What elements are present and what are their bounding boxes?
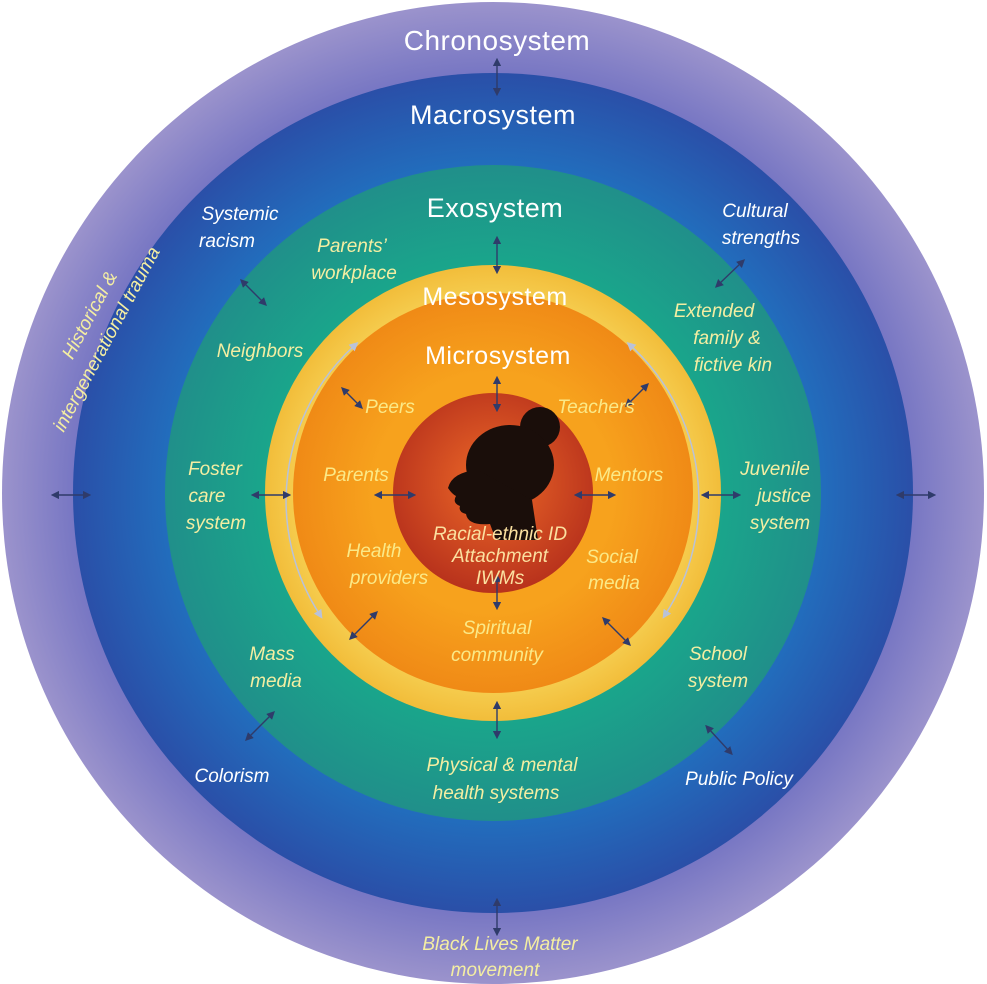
label-school-1: School [689,644,748,665]
label-social-media-2: media [588,573,640,594]
label-teachers: Teachers [557,397,635,418]
arrow-colorism [245,711,275,741]
chronosystem-title: Chronosystem [404,25,591,56]
label-racism-2: racism [199,231,255,252]
arrow-peers [341,387,363,409]
mesosystem-title: Mesosystem [422,283,567,311]
label-public-policy: Public Policy [685,769,794,790]
microsystem-title: Microsystem [425,342,571,370]
label-colorism: Colorism [195,766,270,787]
label-peers: Peers [365,397,415,418]
relationship-arrows [50,57,937,937]
label-foster-2: care [189,486,226,507]
label-racism-1: Systemic [201,204,279,225]
label-workplace-1: Parents’ [317,236,387,257]
label-foster-3: system [186,513,246,534]
arrow-teachers [625,383,649,407]
macrosystem-labels: Systemic racism Cultural strengths Color… [195,201,801,790]
label-parents: Parents [323,465,389,486]
label-health-providers-2: providers [349,568,429,589]
label-physical-2: health systems [433,783,560,804]
label-school-2: system [688,671,748,692]
label-blm-2: movement [451,960,540,981]
arrow-policy [705,724,733,756]
label-extended-3: fictive kin [694,355,772,376]
label-neighbors: Neighbors [217,341,304,362]
label-extended-1: Extended [674,301,756,322]
meso-left-arc [285,341,359,619]
meso-right-arc [626,341,700,619]
core-label-racial-id: Racial-ethnic ID [433,524,567,545]
label-foster-1: Foster [188,459,243,480]
label-juvenile-2: justice [754,486,811,507]
label-spiritual-2: community [451,645,544,666]
macrosystem-title: Macrosystem [410,100,576,130]
label-spiritual-1: Spiritual [463,618,532,639]
arrow-health [349,611,378,640]
core-label-attachment: Attachment [451,546,549,567]
label-mentors: Mentors [595,465,664,486]
arrow-social [602,617,631,646]
core-label-iwms: IWMs [476,568,525,589]
label-juvenile-3: system [750,513,810,534]
label-cultural-1: Cultural [722,201,788,222]
label-cultural-2: strengths [722,228,801,249]
label-juvenile-1: Juvenile [739,459,810,480]
label-social-media-1: Social [586,547,639,568]
child-head-silhouette-icon [448,407,560,540]
label-workplace-2: workplace [311,263,397,284]
label-blm-1: Black Lives Matter [422,934,578,955]
microsystem-labels: Peers Teachers Parents Mentors Health pr… [323,397,664,666]
exosystem-labels: Parents’ workplace Neighbors Extended fa… [186,236,811,804]
arrow-racism [240,279,267,306]
label-health-providers-1: Health [347,541,402,562]
label-physical-1: Physical & mental [426,755,578,776]
label-extended-2: family & [693,328,761,349]
label-mass-media-2: media [250,671,302,692]
arrow-cultural [714,259,746,288]
label-mass-media-1: Mass [249,644,295,665]
exosystem-title: Exosystem [427,193,564,223]
